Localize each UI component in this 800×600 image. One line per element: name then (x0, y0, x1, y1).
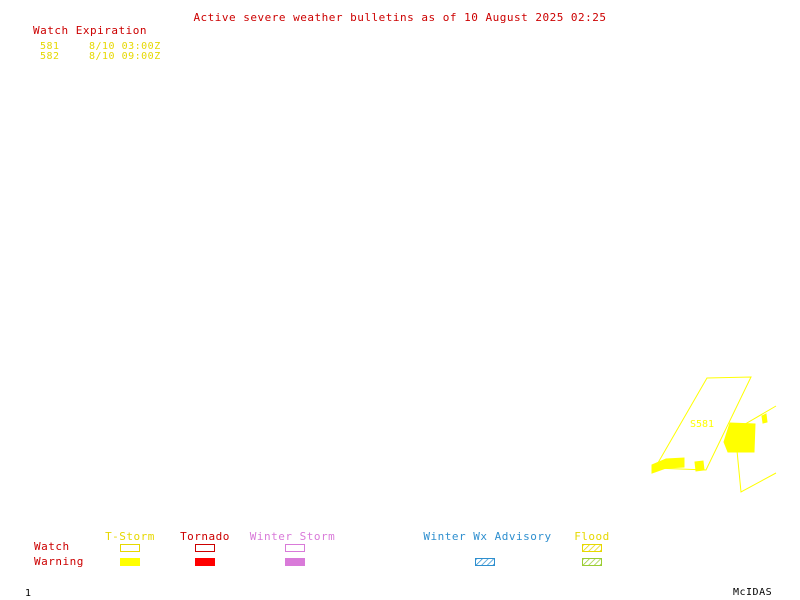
legend-winter-storm-watch-swatch (285, 544, 305, 552)
legend-title-winter-wx-advisory: Winter Wx Advisory (423, 530, 552, 543)
legend-tstorm-watch-swatch (120, 544, 140, 552)
page-title: Active severe weather bulletins as of 10… (193, 11, 607, 24)
legend-row-watch: Watch (34, 540, 70, 553)
watch-expiration-heading: Watch Expiration (33, 24, 147, 37)
watch-expiry-time: 8/10 09:00Z (89, 51, 161, 62)
watch-number: 581 (40, 41, 60, 52)
legend-tstorm-warning-swatch (120, 558, 140, 566)
legend-tornado-watch-swatch (195, 544, 215, 552)
watch-label: S581 (690, 419, 714, 430)
tstorm-warning-area-3[interactable] (651, 457, 685, 474)
legend-flood-warning-swatch (582, 558, 602, 566)
tstorm-warning-area-2[interactable] (761, 413, 768, 424)
legend-winter-wx-advisory-swatch (475, 558, 495, 566)
legend-tornado-warning-swatch (195, 558, 215, 566)
legend-flood-watch-swatch (582, 544, 602, 552)
brand-label: McIDAS (733, 587, 773, 598)
legend-winter-storm-warning-swatch (285, 558, 305, 566)
legend-title-tornado: Tornado (180, 530, 230, 543)
watch-581-outline[interactable] (654, 376, 752, 471)
watch-expiration-row: 582 8/10 09:00Z (40, 51, 161, 62)
frame-number: 1 (25, 588, 32, 599)
legend-row-warning: Warning (34, 555, 84, 568)
tstorm-warning-area-1[interactable] (723, 422, 756, 453)
legend-title-winter-storm: Winter Storm (249, 530, 336, 543)
tstorm-warning-area-4[interactable] (694, 460, 705, 472)
legend-title-flood: Flood (574, 530, 610, 543)
watch-582-outline[interactable] (734, 405, 777, 493)
watch-number: 582 (40, 51, 60, 62)
watch-expiry-time: 8/10 03:00Z (89, 41, 161, 52)
legend-title-tstorm: T-Storm (105, 530, 155, 543)
watch-expiration-row: 581 8/10 03:00Z (40, 41, 161, 52)
